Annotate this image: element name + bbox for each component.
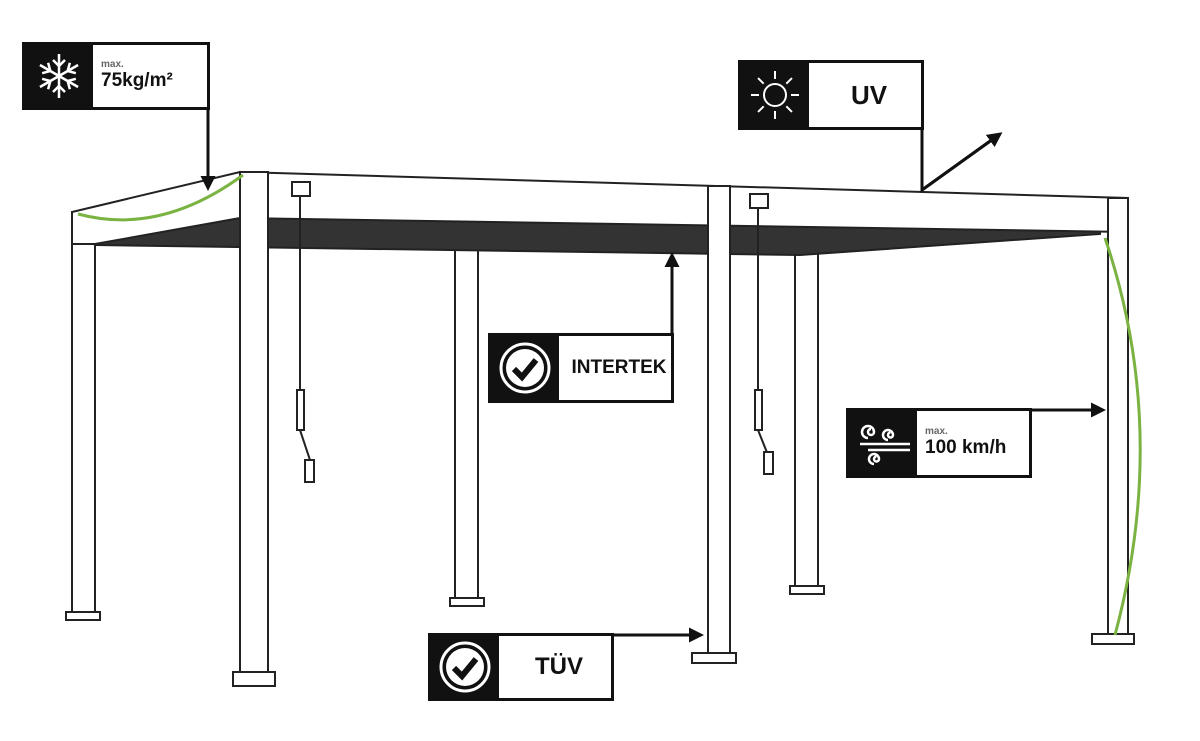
front-middle-post — [707, 185, 731, 657]
back-left-post — [71, 211, 96, 616]
back-middle-post — [454, 244, 479, 601]
uv-badge: UV — [738, 60, 924, 130]
back-right-post — [794, 249, 819, 589]
wind-badge: max. 100 km/h — [846, 408, 1032, 478]
tuv-label: TÜV — [535, 653, 583, 680]
wind-prefix: max. — [925, 426, 948, 437]
deflection-curves — [77, 173, 1142, 636]
front-left-post — [239, 171, 269, 676]
uv-label: UV — [850, 79, 888, 110]
sun-icon — [741, 63, 809, 127]
wind-icon — [849, 411, 917, 475]
tuv-badge: TÜV — [428, 633, 614, 701]
snow-value: 75kg/m² — [101, 70, 173, 91]
snowflake-icon — [25, 45, 93, 107]
snow-load-badge: max. 75kg/m² — [22, 42, 210, 110]
intertek-label: INTERTEK — [571, 357, 667, 378]
checkmark-circle-icon — [431, 636, 499, 698]
front-right-post — [1107, 197, 1129, 639]
intertek-badge: INTERTEK — [488, 333, 674, 403]
wind-value: 100 km/h — [925, 437, 1007, 458]
checkmark-circle-icon — [491, 336, 559, 400]
snow-prefix: max. — [101, 59, 124, 70]
